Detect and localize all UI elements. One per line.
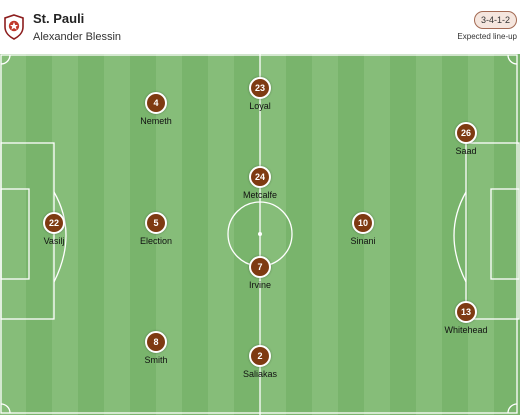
shirt-number-badge: 2 (249, 345, 271, 367)
player-name: Smith (144, 355, 168, 365)
shirt-number-badge: 22 (43, 212, 65, 234)
corner-arc-top-right (507, 54, 518, 65)
player-card[interactable]: 8 Smith (116, 331, 196, 365)
shirt-number-badge: 4 (145, 92, 167, 114)
team-name: St. Pauli (33, 11, 85, 26)
player-card[interactable]: 5 Election (116, 212, 196, 246)
formation-badge: 3-4-1-2 (473, 11, 517, 29)
pitch-stripe (390, 54, 417, 415)
corner-arc-top-left (0, 54, 11, 65)
player-card[interactable]: 23 Loyal (220, 77, 300, 111)
pitch-stripe (52, 54, 79, 415)
shirt-number-badge: 8 (145, 331, 167, 353)
corner-arc-bottom-right (507, 403, 518, 414)
player-name: Saad (455, 146, 477, 156)
player-name: Loyal (249, 101, 271, 111)
right-penalty-arc (453, 191, 467, 283)
shirt-number-badge: 23 (249, 77, 271, 99)
pitch-stripe (26, 54, 53, 415)
pitch-stripe (104, 54, 131, 415)
shirt-number-badge: 5 (145, 212, 167, 234)
player-card[interactable]: 24 Metcalfe (220, 166, 300, 200)
player-card[interactable]: 13 Whitehead (426, 301, 506, 335)
shirt-number-badge: 13 (455, 301, 477, 323)
shirt-number-badge: 7 (249, 256, 271, 278)
pitch-stripe (494, 54, 520, 415)
player-card[interactable]: 2 Saliakas (220, 345, 300, 379)
player-card[interactable]: 4 Nemeth (116, 92, 196, 126)
pitch-stripe (338, 54, 365, 415)
lineup-header: St. Pauli Alexander Blessin 3-4-1-2 Expe… (0, 0, 520, 52)
shirt-number-badge: 10 (352, 212, 374, 234)
player-card[interactable]: 7 Irvine (220, 256, 300, 290)
player-name: Vasilj (43, 236, 65, 246)
player-name: Saliakas (242, 369, 278, 379)
player-name: Nemeth (140, 116, 172, 126)
right-goal-area (490, 188, 520, 280)
center-spot (258, 232, 262, 236)
coach-name: Alexander Blessin (33, 31, 122, 43)
left-goal-area (0, 188, 30, 280)
player-card[interactable]: 10 Sinani (323, 212, 403, 246)
pitch-stripe (468, 54, 495, 415)
pitch-stripe (130, 54, 157, 415)
shirt-number-badge: 24 (249, 166, 271, 188)
pitch-stripe (416, 54, 443, 415)
player-card[interactable]: 22 Vasilj (14, 212, 94, 246)
player-name: Whitehead (444, 325, 488, 335)
pitch-stripe (156, 54, 183, 415)
shirt-number-badge: 26 (455, 122, 477, 144)
team-logo-icon (4, 14, 24, 40)
pitch-stripe (442, 54, 469, 415)
pitch-stripe (78, 54, 105, 415)
left-penalty-arc (53, 191, 67, 283)
player-name: Sinani (350, 236, 376, 246)
player-name: Irvine (248, 280, 271, 290)
player-name: Metcalfe (242, 190, 277, 200)
pitch-stripe (286, 54, 313, 415)
player-name: Election (139, 236, 173, 246)
expected-lineup-label: Expected line-up (457, 32, 517, 41)
football-pitch: 22 Vasilj 4 Nemeth 5 Election 8 Smith 23… (0, 54, 520, 415)
pitch-stripe (364, 54, 391, 415)
right-penalty-area (465, 142, 520, 320)
pitch-stripe (0, 54, 27, 415)
pitch-stripe (208, 54, 235, 415)
corner-arc-bottom-left (0, 403, 11, 414)
pitch-stripe (182, 54, 209, 415)
pitch-stripe (312, 54, 339, 415)
player-card[interactable]: 26 Saad (426, 122, 506, 156)
